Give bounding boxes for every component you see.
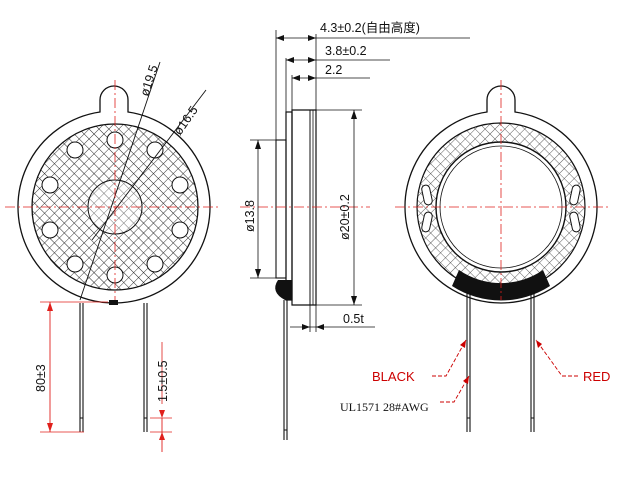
- rear-view: BLACK RED UL1571 28#AWG: [340, 80, 610, 432]
- side-view: 4.3±0.2(自由高度) 3.8±0.2 2.2 ø13.8 ø20±0.2: [240, 20, 470, 440]
- dim-dia-138-label: ø13.8: [243, 200, 257, 232]
- side-solder-bump: [275, 280, 292, 300]
- dim-dia-195-label: ø19.5: [138, 63, 161, 98]
- front-outer-frame: [17, 85, 211, 304]
- dim-dia-20-label: ø20±0.2: [338, 194, 352, 240]
- dim-heights: 4.3±0.2(自由高度) 3.8±0.2 2.2: [275, 20, 470, 140]
- front-view: 80±3 1.5±0.5 ø19.5 ø16.5: [5, 61, 220, 452]
- black-wire-label: BLACK: [372, 369, 415, 384]
- black-wire-callout: BLACK: [372, 339, 467, 384]
- cable-spec-callout: UL1571 28#AWG: [340, 375, 470, 414]
- dim-dia-165-label: ø16.5: [171, 103, 201, 137]
- rear-side-slots: [421, 184, 581, 233]
- dim-dia-20: ø20±0.2: [316, 109, 362, 306]
- dim-height-22-label: 2.2: [325, 63, 342, 77]
- red-wire-callout: RED: [535, 339, 610, 384]
- dim-wire-length: 80±3: [34, 301, 108, 433]
- dim-dia-138: ø13.8: [243, 139, 276, 279]
- side-body: [291, 109, 317, 306]
- dim-wire-length-label: 80±3: [34, 364, 48, 392]
- dia-165-leader: [91, 89, 207, 241]
- dim-thickness-label: 0.5t: [343, 312, 364, 326]
- side-magnet: [275, 139, 287, 279]
- dim-strip-length: 1.5±0.5: [150, 342, 172, 452]
- dim-height-38-label: 3.8±0.2: [325, 44, 367, 58]
- rear-outer-frame: [404, 85, 598, 304]
- front-vent-holes: [41, 131, 189, 284]
- cable-spec-label: UL1571 28#AWG: [340, 400, 429, 414]
- dia-195-leader: [79, 61, 161, 301]
- dim-strip-length-label: 1.5±0.5: [156, 360, 170, 402]
- red-wire-label: RED: [583, 369, 610, 384]
- solder-pad: [109, 300, 118, 305]
- side-front-plate: [285, 111, 293, 301]
- dim-total-height-label: 4.3±0.2(自由高度): [320, 20, 420, 35]
- dim-thickness: 0.5t: [290, 305, 375, 332]
